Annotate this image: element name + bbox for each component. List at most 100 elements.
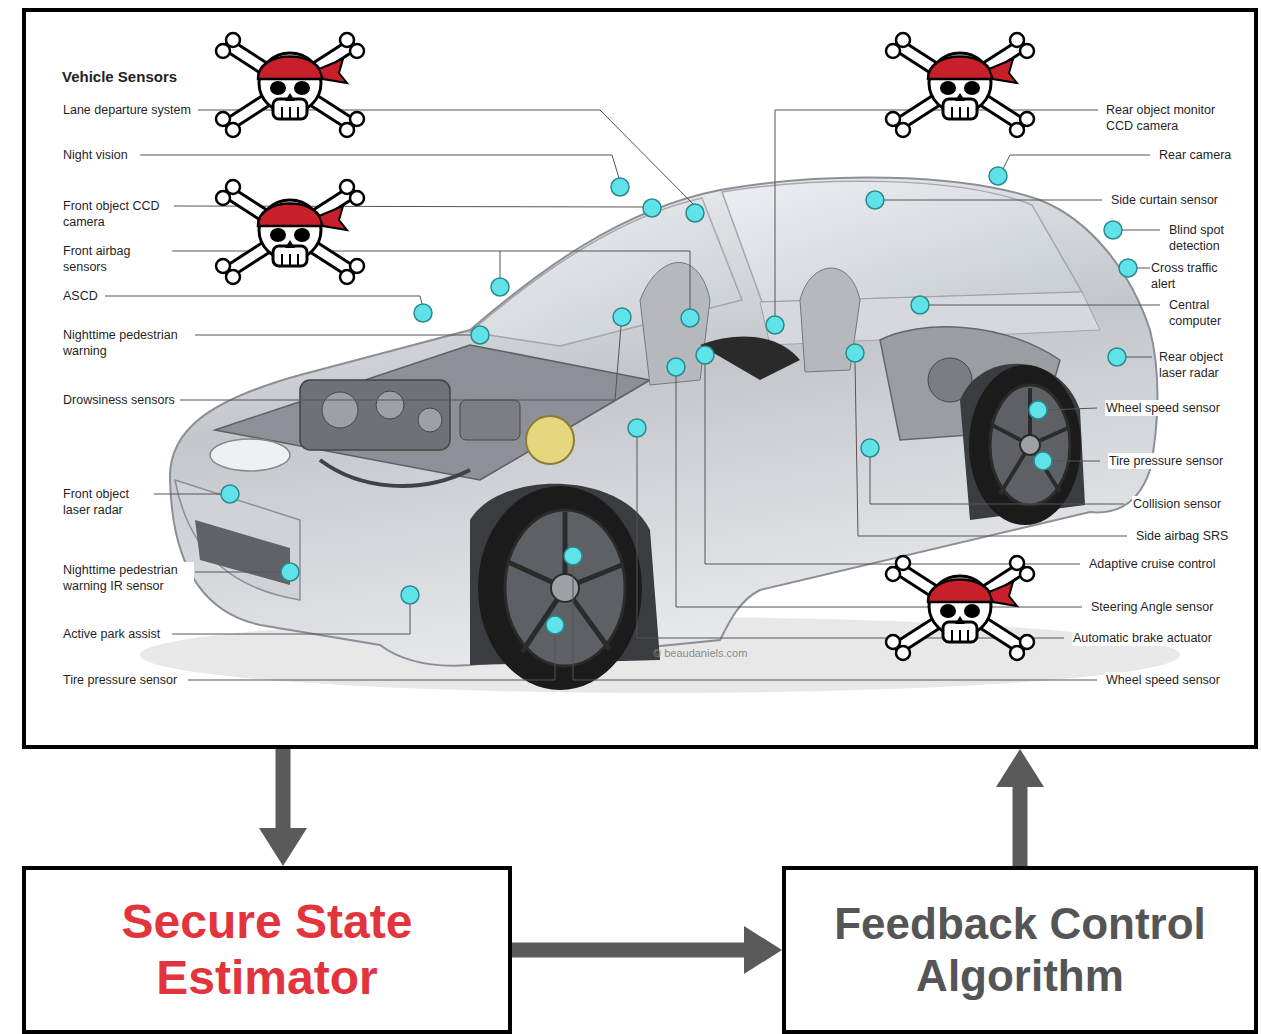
- leader-lines-part: [929, 305, 1160, 306]
- flow-arrow: [512, 926, 782, 974]
- leader-lines-part: [140, 155, 619, 178]
- sensor-label: Wheel speed sensor: [1105, 400, 1221, 416]
- sensor-panel: Vehicle Sensors: [22, 8, 1258, 749]
- pirate-skulls-part: [216, 180, 364, 284]
- estimator-box: Secure State Estimator: [22, 866, 512, 1034]
- sensor-dots-part: [1104, 221, 1122, 239]
- wheels-part: [1020, 435, 1040, 455]
- sensor-label: Lane departure system: [62, 102, 192, 118]
- car-interior-part: [700, 337, 800, 380]
- sensor-dots: [221, 167, 1137, 634]
- sensor-label: Blind spot detection: [1168, 222, 1242, 254]
- arrow-shaft: [1013, 785, 1028, 866]
- sensor-label: Active park assist: [62, 626, 161, 642]
- leader-lines-part: [145, 494, 221, 495]
- car-interior-part: [640, 263, 710, 386]
- engine-part: [376, 391, 404, 419]
- leader-lines-part: [1047, 408, 1097, 410]
- sensor-dots-part: [564, 547, 582, 565]
- sensor-dots-part: [861, 439, 879, 457]
- flow-arrow: [996, 749, 1044, 866]
- sensor-dots-part: [1029, 401, 1047, 419]
- pirate-skulls-part: [216, 33, 364, 137]
- sensor-label: Front airbag sensors: [62, 243, 164, 275]
- leader-lines-part: [870, 457, 1124, 504]
- sensor-dots-part: [281, 563, 299, 581]
- leader-lines-part: [775, 110, 1098, 316]
- leader-lines-part: [1052, 461, 1100, 462]
- leader-lines-part: [1003, 155, 1150, 169]
- leader-lines-part: [884, 200, 1102, 201]
- sensor-label: Steering Angle sensor: [1090, 599, 1214, 615]
- leader-lines-part: [500, 251, 501, 278]
- sensor-dots-part: [989, 167, 1007, 185]
- arrow-head: [996, 749, 1044, 787]
- sensor-label: Drowsiness sensors: [62, 392, 176, 408]
- car-body-part: [210, 439, 290, 471]
- leader-lines-part: [195, 335, 471, 336]
- sensor-dots-part: [628, 419, 646, 437]
- sensor-dots-part: [866, 191, 884, 209]
- sensor-dots-part: [766, 316, 784, 334]
- sensor-dots-part: [1108, 348, 1126, 366]
- engine-part: [300, 380, 450, 450]
- panel-heading: Vehicle Sensors: [62, 68, 177, 86]
- sensor-label: Night vision: [62, 147, 129, 163]
- sensor-dots-part: [696, 346, 714, 364]
- sensor-dots-part: [1034, 452, 1052, 470]
- sensor-dots-part: [643, 199, 661, 217]
- arrow-shaft: [276, 749, 291, 830]
- sensor-label: Adaptive cruise control: [1088, 556, 1216, 572]
- engine-part: [320, 460, 470, 486]
- sensor-dots-part: [686, 204, 704, 222]
- sensor-dots-part: [221, 485, 239, 503]
- sensor-dots-part: [471, 326, 489, 344]
- engine-part: [418, 408, 442, 432]
- leader-lines-part: [1122, 230, 1160, 231]
- sensor-dots-part: [546, 616, 564, 634]
- sensor-label: Automatic brake actuator: [1072, 630, 1213, 646]
- sensor-label: ASCD: [62, 288, 99, 304]
- leader-lines-part: [705, 364, 1080, 564]
- box-title: Secure State Estimator: [34, 894, 500, 1006]
- car-body: [140, 178, 1180, 693]
- arrow-head: [259, 828, 307, 866]
- sensor-label: Nighttime pedestrian warning IR sensor: [62, 562, 194, 594]
- sensor-label: Rear camera: [1158, 147, 1232, 163]
- sensor-label: Nighttime pedestrian warning: [62, 327, 194, 359]
- sensor-dots-part: [613, 308, 631, 326]
- sensor-label: Side curtain sensor: [1110, 192, 1219, 208]
- sensor-label: Side airbag SRS: [1135, 528, 1229, 544]
- sensor-label: Tire pressure sensor: [1108, 453, 1224, 469]
- sensor-label: Tire pressure sensor: [62, 672, 178, 688]
- wheels: [470, 364, 1085, 690]
- wheels-part: [508, 512, 622, 652]
- sensor-label: Rear object monitor CCD camera: [1105, 102, 1237, 134]
- flow-arrow: [259, 749, 307, 866]
- sensor-label: Front object laser radar: [62, 486, 154, 518]
- leader-lines-part: [198, 110, 693, 204]
- sensor-dots-part: [667, 358, 685, 376]
- pirate-skulls: [216, 33, 1034, 660]
- sensor-label: Collision sensor: [1132, 496, 1222, 512]
- sensor-label: Central computer: [1168, 297, 1242, 329]
- box-title: Feedback Control Algorithm: [794, 898, 1246, 1002]
- sensor-dots-part: [846, 344, 864, 362]
- leader-lines-part: [195, 572, 281, 573]
- sensor-label: Front object CCD camera: [62, 198, 174, 230]
- leader-lines-part: [1126, 357, 1152, 358]
- controller-box: Feedback Control Algorithm: [782, 866, 1258, 1034]
- wheels-part: [551, 574, 579, 602]
- car-body-part: [195, 520, 290, 585]
- sensor-dots-part: [911, 296, 929, 314]
- leader-lines-part: [1137, 268, 1150, 269]
- wheels-part: [505, 510, 625, 666]
- wheels-part: [478, 486, 642, 690]
- wheels-part: [992, 388, 1068, 494]
- pirate-skulls-part: [886, 556, 1034, 660]
- sensor-label: Cross traffic alert: [1150, 260, 1236, 292]
- leader-lines-part: [637, 437, 1064, 638]
- wheels-part: [969, 365, 1081, 525]
- sensor-label: Rear object laser radar: [1158, 349, 1242, 381]
- sensor-dots-part: [491, 278, 509, 296]
